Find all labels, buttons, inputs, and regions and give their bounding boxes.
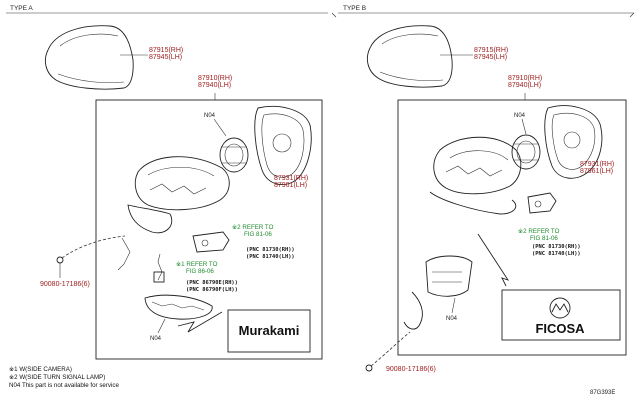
- type-b-header: TYPE B: [343, 5, 366, 12]
- note-3: N04 This part is not available for servi…: [9, 382, 119, 389]
- screw-icon-b: [365, 364, 373, 372]
- assembly-frame-a: [95, 99, 323, 360]
- mirror-glass-illustration-a: [254, 105, 312, 186]
- ficosa-logo-icon: [549, 297, 571, 319]
- note-1: ※1 W(SIDE CAMERA): [9, 366, 72, 373]
- mirror-cover-illustration: [44, 25, 134, 90]
- footnotes: ※1 W(SIDE CAMERA) ※2 W(SIDE TURN SIGNAL …: [9, 366, 119, 389]
- ref-lamp-a: ※1 REFER TO FIG 86-06: [176, 261, 219, 275]
- cover-part-label-a: 87915(RH) 87945(LH): [149, 47, 185, 61]
- cover-part-lh: 87945(LH): [149, 54, 182, 61]
- cover-part-label-b: 87915(RH) 87945(LH): [474, 47, 510, 61]
- camera-module-illustration-b: [527, 192, 557, 214]
- mirror-body-illustration-b: [429, 136, 522, 215]
- ref-camera-b: ※2 REFER TO FIG 81-06: [518, 228, 561, 242]
- type-b-section: TYPE B 87915(RH) 87945(LH) 87910(RH) 879…: [338, 5, 635, 373]
- brand-murakami: Murakami: [239, 323, 300, 338]
- type-a-header-tick: [331, 12, 337, 18]
- brand-box-b: [501, 289, 621, 341]
- screw-label-a: 90080-17186(6): [40, 281, 90, 288]
- pnc-camera-a: (PNC 81730(RH)) (PNC 81740(LH)): [246, 247, 298, 260]
- ref-camera-a: ※2 REFER TO FIG 81-06: [232, 224, 275, 238]
- actuator-illustration-b: [511, 134, 541, 170]
- figure-code: 87G393E: [590, 390, 615, 396]
- glass-part-label-b: 87931(RH) 87961(LH): [580, 161, 616, 175]
- ref-camera-mark-a: ※2 REFER TO: [232, 224, 274, 231]
- ref-camera-fig-a: FIG 81-06: [244, 231, 272, 238]
- pointer-arrow-a: [177, 311, 223, 333]
- assembly-part-label-b: 87910(RH) 87940(LH): [508, 75, 544, 89]
- brand-ficosa: FICOSA: [535, 321, 585, 336]
- mirror-base-illustration-b: [403, 255, 473, 330]
- note-2: ※2 W(SIDE TURN SIGNAL LAMP): [9, 374, 105, 381]
- mirror-cover-illustration-b: [366, 25, 453, 88]
- pnc-camera-b: (PNC 81730(RH)) (PNC 81740(LH)): [532, 244, 584, 257]
- screw-label-b: 90080-17186(6): [386, 366, 436, 373]
- brand-box-a: [227, 309, 311, 353]
- type-a-section: TYPE A 87915(RH) 87945(LH) 87910(RH) 879…: [6, 5, 337, 360]
- mirror-base-illustration-a: [144, 294, 213, 320]
- connector-illustration-a: [153, 253, 165, 283]
- assembly-frame-b: [397, 99, 627, 356]
- camera-module-illustration-a: [192, 231, 230, 253]
- assembly-part-label-a: 87910(RH) 87940(LH): [198, 75, 234, 89]
- cover-part-rh: 87915(RH): [149, 47, 183, 54]
- glass-part-label-a: 87931(RH) 87961(LH): [274, 175, 310, 189]
- nut-bottom-a: N04: [150, 336, 162, 342]
- mirror-body-illustration-a: [117, 156, 230, 271]
- nut-bottom-b: N04: [446, 316, 458, 322]
- nut-top-a: N04: [204, 113, 216, 119]
- pnc-lamp-a: (PNC 86790E(RH)) (PNC 86790F(LH)): [186, 280, 241, 293]
- nut-top-b: N04: [514, 113, 526, 119]
- mirror-glass-illustration-b: [544, 105, 603, 179]
- actuator-illustration-a: [219, 137, 249, 173]
- type-a-header: TYPE A: [10, 5, 33, 12]
- pointer-arrow-b: [477, 233, 510, 287]
